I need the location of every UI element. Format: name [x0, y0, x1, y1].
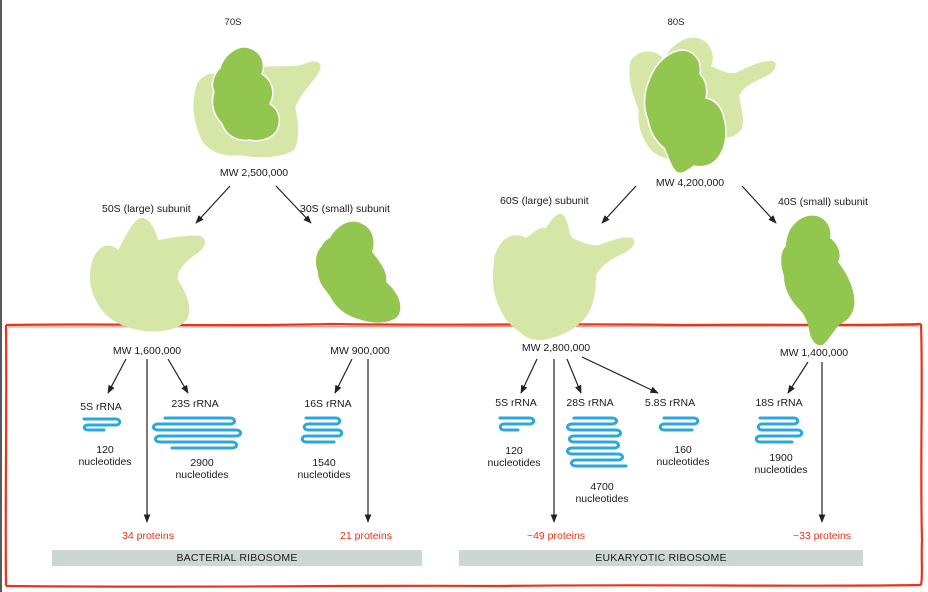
mw-30s: MW 900,000	[330, 345, 390, 357]
label-80s: 80S	[667, 17, 685, 28]
ribosome-30s-shape	[315, 221, 401, 323]
proteins-30s: 21 proteins	[340, 530, 392, 542]
rrna-5s-bacterial	[82, 417, 122, 432]
nucleotides-5s-bacterial: 120 nucleotides	[78, 444, 132, 468]
rrna-5s-eukaryotic	[498, 416, 536, 432]
rrna-16s	[300, 416, 344, 444]
rrna-5-8s	[658, 416, 700, 432]
nucleotides-23s: 2900 nucleotides	[175, 457, 229, 481]
rrna-18s-label: 18S rRNA	[755, 397, 803, 409]
rrna-5-8s-label: 5.8S rRNA	[644, 397, 696, 409]
ribosome-60s-shape	[492, 213, 635, 340]
nucleotides-5-8s: 160 nucleotides	[656, 444, 710, 468]
left-edge-line	[0, 0, 2, 592]
proteins-50s: 34 proteins	[122, 530, 174, 542]
label-40s: 40S (small) subunit	[778, 196, 868, 208]
ribosome-70s-shape	[192, 46, 322, 159]
label-70s: 70S	[224, 17, 242, 28]
banner-eukaryotic: EUKARYOTIC RIBOSOME	[459, 550, 863, 566]
nucleotides-5s-eukaryotic: 120 nucleotides	[487, 445, 541, 469]
rrna-28s-label: 28S rRNA	[566, 397, 614, 409]
rrna-5s-bacterial-label: 5S rRNA	[80, 401, 122, 413]
ribosome-80s-shape	[627, 36, 778, 175]
rrna-23s	[152, 416, 242, 450]
label-50s: 50S (large) subunit	[102, 203, 191, 215]
rrna-16s-label: 16S rRNA	[304, 398, 352, 410]
rrna-28s	[566, 416, 628, 468]
rrna-18s	[754, 416, 804, 444]
nucleotides-16s: 1540 nucleotides	[297, 457, 351, 481]
rrna-23s-label: 23S rRNA	[171, 398, 219, 410]
mw-40s: MW 1,400,000	[779, 347, 849, 359]
mw-70s: MW 2,500,000	[219, 167, 289, 179]
ribosome-50s-shape	[90, 217, 205, 332]
mw-60s: MW 2,800,000	[521, 342, 591, 354]
nucleotides-18s: 1900 nucleotides	[754, 452, 808, 476]
ribosome-40s-shape	[781, 215, 855, 346]
mw-50s: MW 1,600,000	[112, 345, 182, 357]
proteins-40s: ~33 proteins	[792, 530, 852, 542]
banner-bacterial: BACTERIAL RIBOSOME	[52, 550, 422, 566]
proteins-60s: ~49 proteins	[526, 530, 586, 542]
rrna-5s-eukaryotic-label: 5S rRNA	[495, 397, 537, 409]
arrows	[107, 185, 826, 523]
label-30s: 30S (small) subunit	[300, 203, 390, 215]
label-60s: 60S (large) subunit	[500, 195, 589, 207]
mw-80s: MW 4,200,000	[655, 177, 725, 189]
nucleotides-28s: 4700 nucleotides	[575, 481, 629, 505]
